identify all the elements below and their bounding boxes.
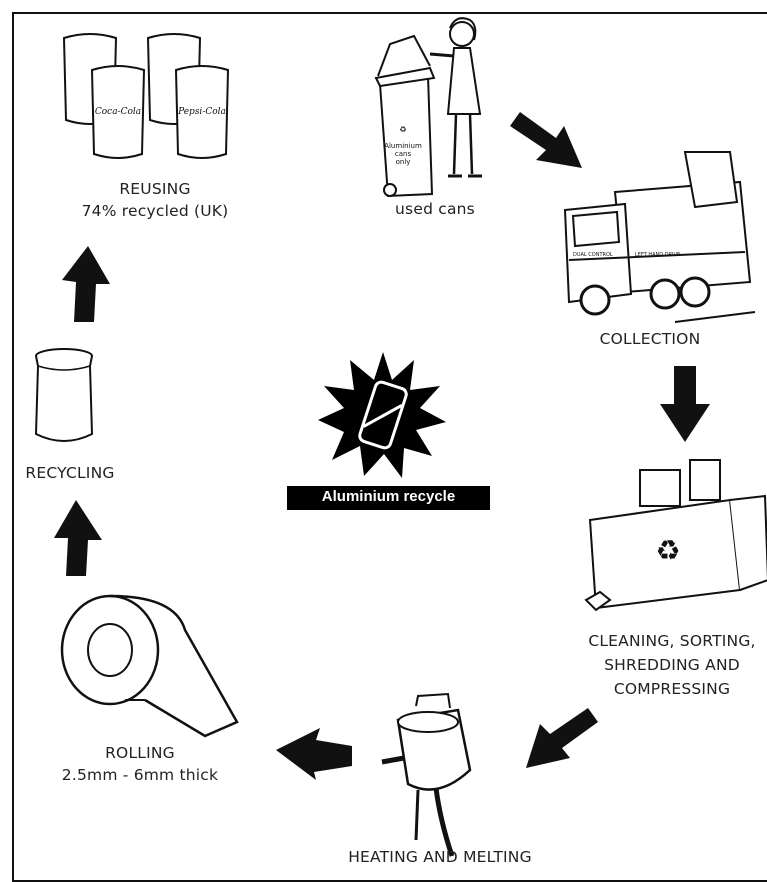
- arrow-to-cleaning: [660, 366, 710, 442]
- arrow-to-reusing: [62, 246, 110, 322]
- heating-label: HEATING AND MELTING: [348, 848, 532, 866]
- woman-bin-illustration: ♻ Aluminium cans only: [374, 17, 482, 198]
- aluminium-roll-illustration: [60, 594, 239, 738]
- cleaning-label-line3: COMPRESSING: [613, 680, 731, 698]
- bin-label-aluminium: Aluminium: [384, 142, 422, 150]
- branded-cans-illustration: Coca-Cola Pepsi-Cola: [62, 33, 230, 159]
- arrow-to-recycling: [54, 500, 102, 576]
- arrow-to-collection: [510, 112, 582, 168]
- cleaning-label-line1: CLEANING, SORTING,: [588, 632, 756, 650]
- collection-label: COLLECTION: [599, 330, 701, 348]
- reusing-label-line2: 74% recycled (UK): [81, 202, 229, 220]
- arrow-to-rolling: [276, 728, 352, 780]
- can-brand-pepsi: Pepsi-Cola: [177, 107, 226, 117]
- diagram-title: Aluminium recycle: [287, 486, 490, 508]
- rolling-label-line1: ROLLING: [105, 744, 175, 762]
- shredding-machine-illustration: ♻: [584, 459, 767, 612]
- garbage-truck-illustration: DUAL CONTROL LEFT HAND DRIVE: [563, 151, 756, 323]
- used-cans-label: used cans: [395, 200, 475, 218]
- truck-door-text: DUAL CONTROL: [573, 252, 613, 258]
- svg-text:♻: ♻: [655, 534, 680, 567]
- recycling-label: RECYCLING: [25, 464, 115, 482]
- reusing-label-line1: REUSING: [119, 180, 191, 198]
- cleaning-label-line2: SHREDDING AND: [604, 656, 740, 674]
- bin-label-cans: cans: [395, 150, 412, 158]
- title-underline: [287, 508, 490, 510]
- arrow-to-heating: [526, 708, 598, 768]
- can-brand-coca: Coca-Cola: [95, 107, 141, 117]
- aluminium-can-starburst-logo: [318, 352, 446, 478]
- plain-can-illustration: [34, 348, 94, 442]
- rolling-label-line2: 2.5mm - 6mm thick: [61, 766, 219, 784]
- melting-crucible-illustration: [381, 692, 472, 857]
- bin-label-only: only: [396, 158, 411, 166]
- svg-text:♻: ♻: [399, 125, 406, 134]
